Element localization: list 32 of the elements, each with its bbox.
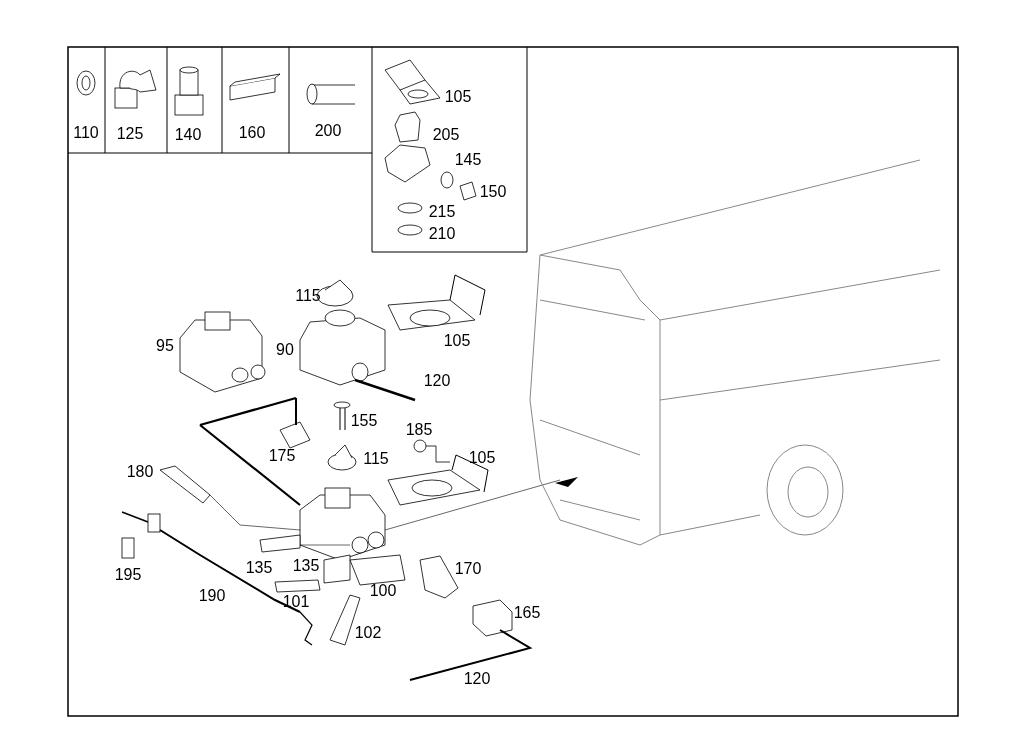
callout-number: 155 (350, 412, 378, 430)
callout-number: 185 (405, 421, 433, 439)
callout-number: 180 (126, 463, 154, 481)
callout-number: 105 (444, 88, 472, 106)
callout-number: 150 (479, 183, 507, 201)
callout-number: 120 (463, 670, 491, 688)
callout-number: 115 (295, 287, 321, 305)
callout-number: 145 (454, 151, 482, 169)
callout-number: 90 (276, 341, 294, 359)
callout-number: 210 (428, 225, 456, 243)
callout-number: 170 (454, 560, 482, 578)
callout-number: 200 (314, 122, 342, 140)
callout-number: 205 (432, 126, 460, 144)
callout-number: 190 (198, 587, 226, 605)
callout-number: 110 (73, 124, 99, 142)
callout-number: 195 (114, 566, 142, 584)
callout-number: 175 (268, 447, 296, 465)
callout-number: 105 (468, 449, 496, 467)
callout-number: 160 (238, 124, 266, 142)
callout-number: 101 (282, 593, 310, 611)
callout-number: 120 (423, 372, 451, 390)
callout-number: 125 (116, 125, 144, 143)
callout-number: 95 (156, 337, 174, 355)
callout-number: 115 (363, 450, 389, 468)
callout-number: 102 (354, 624, 382, 642)
callout-number: 100 (369, 582, 397, 600)
callout-number: 165 (513, 604, 541, 622)
callout-number: 135 (245, 559, 273, 577)
callout-number: 215 (428, 203, 456, 221)
callout-number: 140 (174, 126, 202, 144)
callout-number: 105 (443, 332, 471, 350)
callout-number: 135 (292, 557, 320, 575)
